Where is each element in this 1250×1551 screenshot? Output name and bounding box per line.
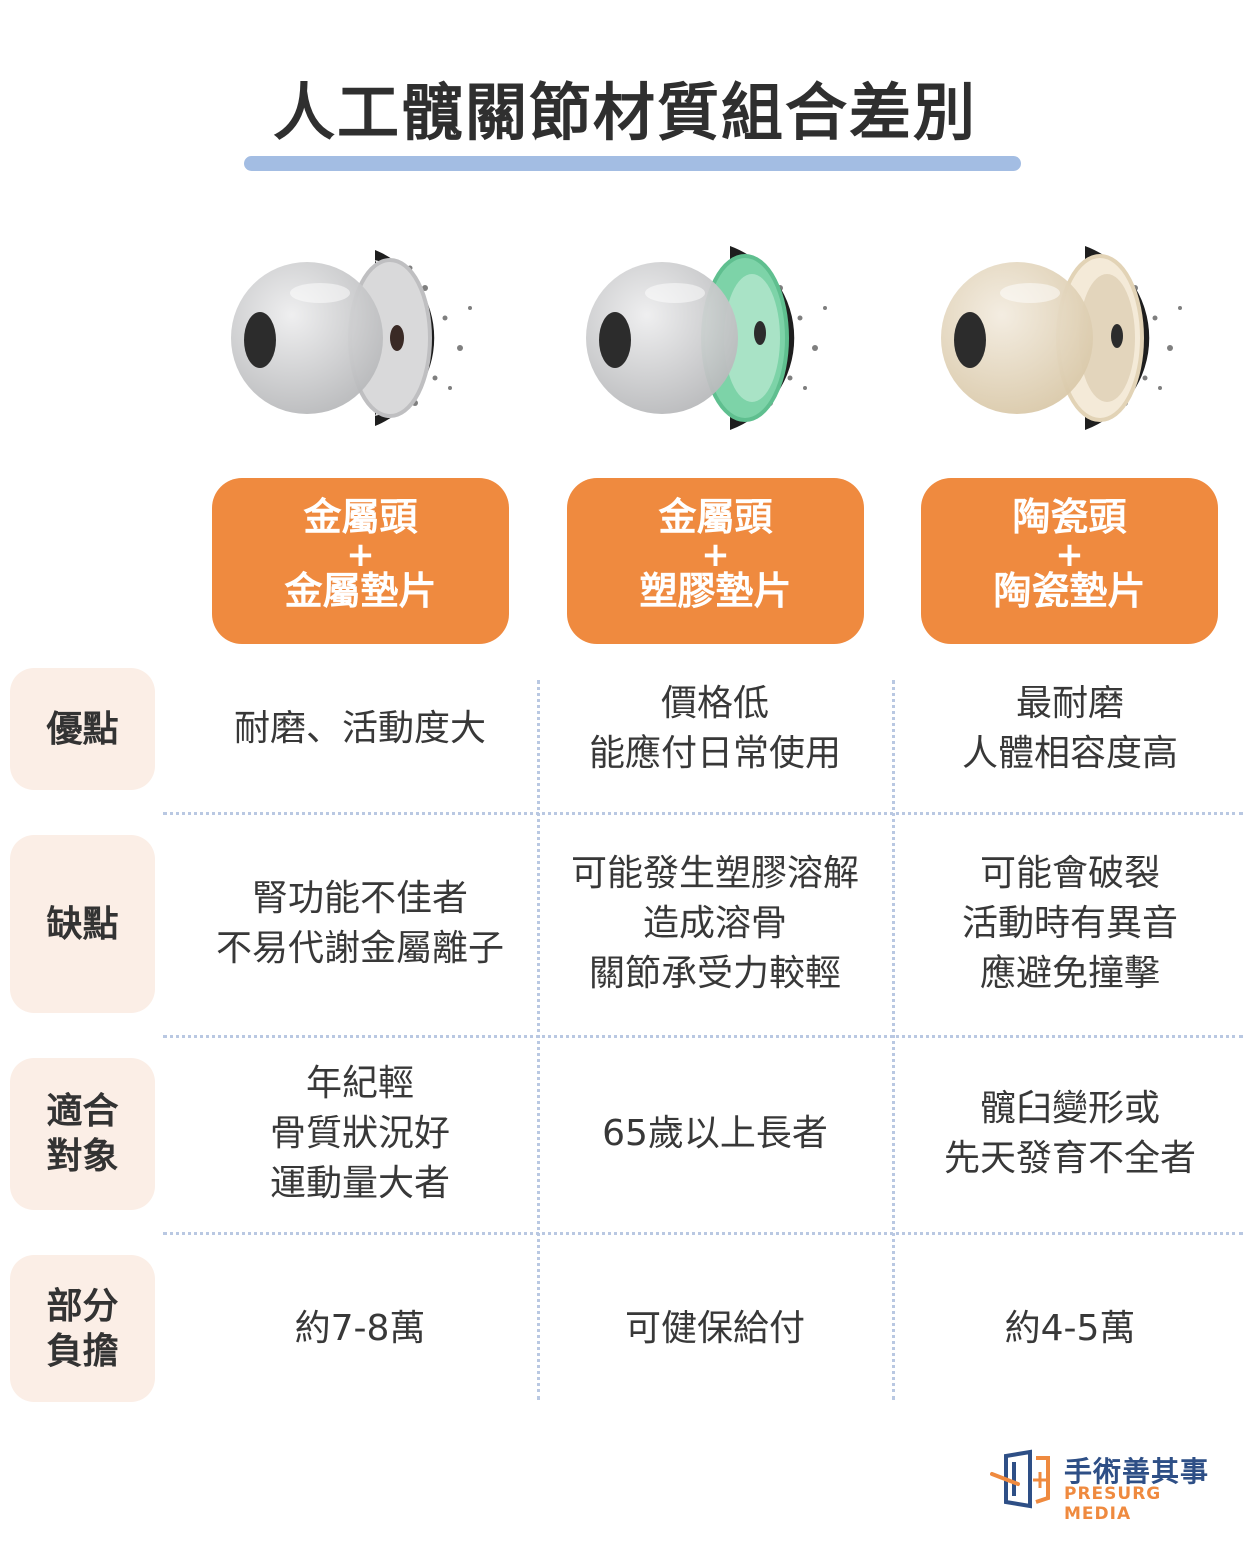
header-line2: 塑膠墊片	[639, 568, 792, 613]
row-label-text: 部分	[46, 1285, 119, 1327]
presurg-logo-icon	[990, 1448, 1052, 1510]
header-plus: +	[1055, 534, 1084, 575]
cell-line: 耐磨、活動度大	[233, 708, 486, 750]
cell-line: 關節承受力較輕	[588, 952, 841, 994]
row-label-out-of-pocket: 部分 負擔	[10, 1255, 155, 1402]
cell-cons-metal-metal: 腎功能不佳者 不易代謝金屬離子	[185, 835, 535, 1013]
row-divider	[163, 1035, 1243, 1038]
cell-line: 應避免撞擊	[979, 952, 1160, 994]
row-label-text: 負擔	[46, 1330, 119, 1372]
row-label-cons: 缺點	[10, 835, 155, 1013]
page-title: 人工髖關節材質組合差別	[272, 76, 977, 149]
row-label-text: 優點	[46, 708, 119, 750]
header-line1: 金屬頭	[303, 495, 418, 539]
logo-text-chinese: 手術善其事	[1064, 1455, 1210, 1488]
cell-cost-metal-metal: 約7-8萬	[185, 1255, 535, 1402]
header-line2: 陶瓷墊片	[993, 568, 1146, 613]
column-divider	[892, 680, 895, 1400]
column-header-metal-plastic: 金屬頭 + 塑膠墊片	[567, 478, 864, 644]
cell-line: 不易代謝金屬離子	[215, 928, 504, 969]
cell-line: 可能發生塑膠溶解	[570, 853, 859, 895]
cell-line: 可健保給付	[624, 1307, 805, 1349]
cell-cons-ceramic-ceramic: 可能會破裂 活動時有異音 應避免撞擊	[895, 835, 1245, 1013]
cell-cost-ceramic-ceramic: 約4-5萬	[895, 1255, 1245, 1402]
cell-suitable-ceramic-ceramic: 髖臼變形或 先天發育不全者	[895, 1058, 1245, 1210]
row-divider	[163, 812, 1243, 815]
cell-pros-ceramic-ceramic: 最耐磨 人體相容度高	[895, 668, 1245, 790]
brand-logo: 手術善其事 PRESURG MEDIA	[990, 1448, 1220, 1524]
cell-line: 先天發育不全者	[943, 1138, 1196, 1179]
row-label-text: 對象	[46, 1136, 119, 1177]
title-underline	[244, 156, 1021, 171]
cell-line: 65歲以上長者	[602, 1113, 828, 1155]
row-label-pros: 優點	[10, 668, 155, 790]
cell-line: 運動量大者	[269, 1162, 450, 1204]
cell-line: 造成溶骨	[642, 903, 787, 945]
cell-line: 價格低	[660, 683, 769, 725]
header-plus: +	[346, 534, 375, 575]
cell-cost-metal-plastic: 可健保給付	[540, 1255, 890, 1402]
cell-line: 年紀輕	[305, 1063, 414, 1105]
cell-line: 可能會破裂	[979, 853, 1160, 895]
ceramic-on-ceramic-joint-icon	[935, 238, 1215, 438]
header-line1: 陶瓷頭	[1012, 495, 1127, 539]
header-line1: 金屬頭	[658, 495, 773, 539]
column-header-metal-metal: 金屬頭 + 金屬墊片	[212, 478, 509, 644]
cell-line: 腎功能不佳者	[251, 878, 468, 920]
logo-text-english: PRESURG MEDIA	[1064, 1484, 1162, 1524]
row-label-text: 適合	[46, 1091, 119, 1132]
cell-line: 人體相容度高	[961, 733, 1178, 774]
cell-line: 能應付日常使用	[588, 733, 841, 774]
row-label-text: 缺點	[46, 903, 119, 945]
cell-line: 活動時有異音	[961, 903, 1178, 945]
metal-on-plastic-joint-icon	[580, 238, 860, 438]
cell-line: 約4-5萬	[1004, 1307, 1136, 1349]
cell-line: 約7-8萬	[294, 1307, 426, 1349]
column-header-ceramic-ceramic: 陶瓷頭 + 陶瓷墊片	[921, 478, 1218, 644]
row-divider	[163, 1232, 1243, 1235]
cell-line: 骨質狀況好	[269, 1113, 450, 1155]
cell-cons-metal-plastic: 可能發生塑膠溶解 造成溶骨 關節承受力較輕	[540, 835, 890, 1013]
header-plus: +	[701, 534, 730, 575]
cell-pros-metal-plastic: 價格低 能應付日常使用	[540, 668, 890, 790]
column-divider	[537, 680, 540, 1400]
cell-line: 髖臼變形或	[979, 1088, 1160, 1130]
cell-suitable-metal-metal: 年紀輕 骨質狀況好 運動量大者	[185, 1058, 535, 1210]
header-line2: 金屬墊片	[284, 568, 437, 613]
metal-on-metal-joint-icon	[225, 238, 505, 438]
cell-line: 最耐磨	[1015, 683, 1124, 725]
cell-pros-metal-metal: 耐磨、活動度大	[185, 668, 535, 790]
cell-suitable-metal-plastic: 65歲以上長者	[540, 1058, 890, 1210]
row-label-suitable-for: 適合 對象	[10, 1058, 155, 1210]
